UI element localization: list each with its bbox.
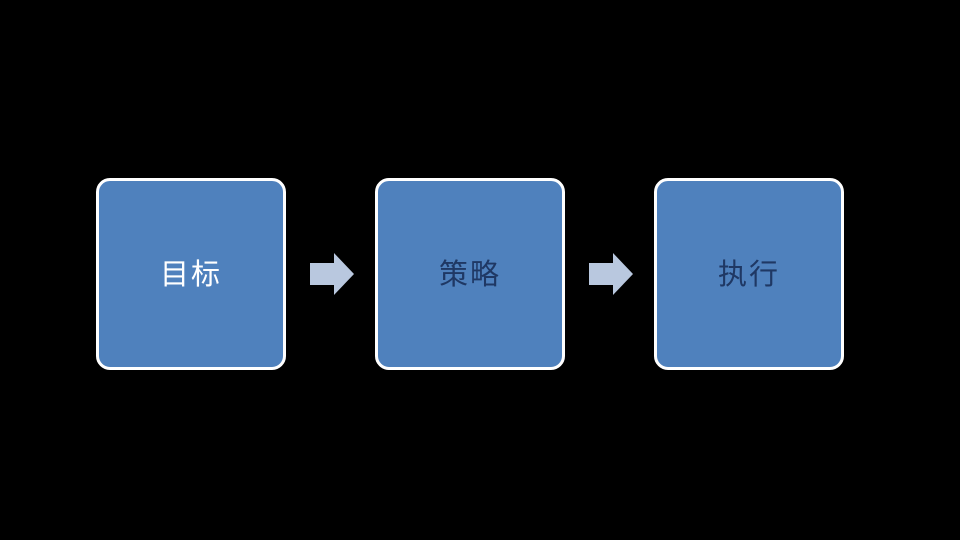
process-step-label-execution: 执行 [717, 256, 780, 291]
right-arrow-icon [310, 253, 354, 295]
process-step-box-goal: 目标 [96, 178, 286, 370]
right-arrow-icon [589, 253, 633, 295]
process-step-label-goal: 目标 [159, 256, 222, 291]
process-step-box-execution: 执行 [654, 178, 844, 370]
process-step-label-strategy: 策略 [438, 256, 501, 291]
process-step-box-strategy: 策略 [375, 178, 565, 370]
